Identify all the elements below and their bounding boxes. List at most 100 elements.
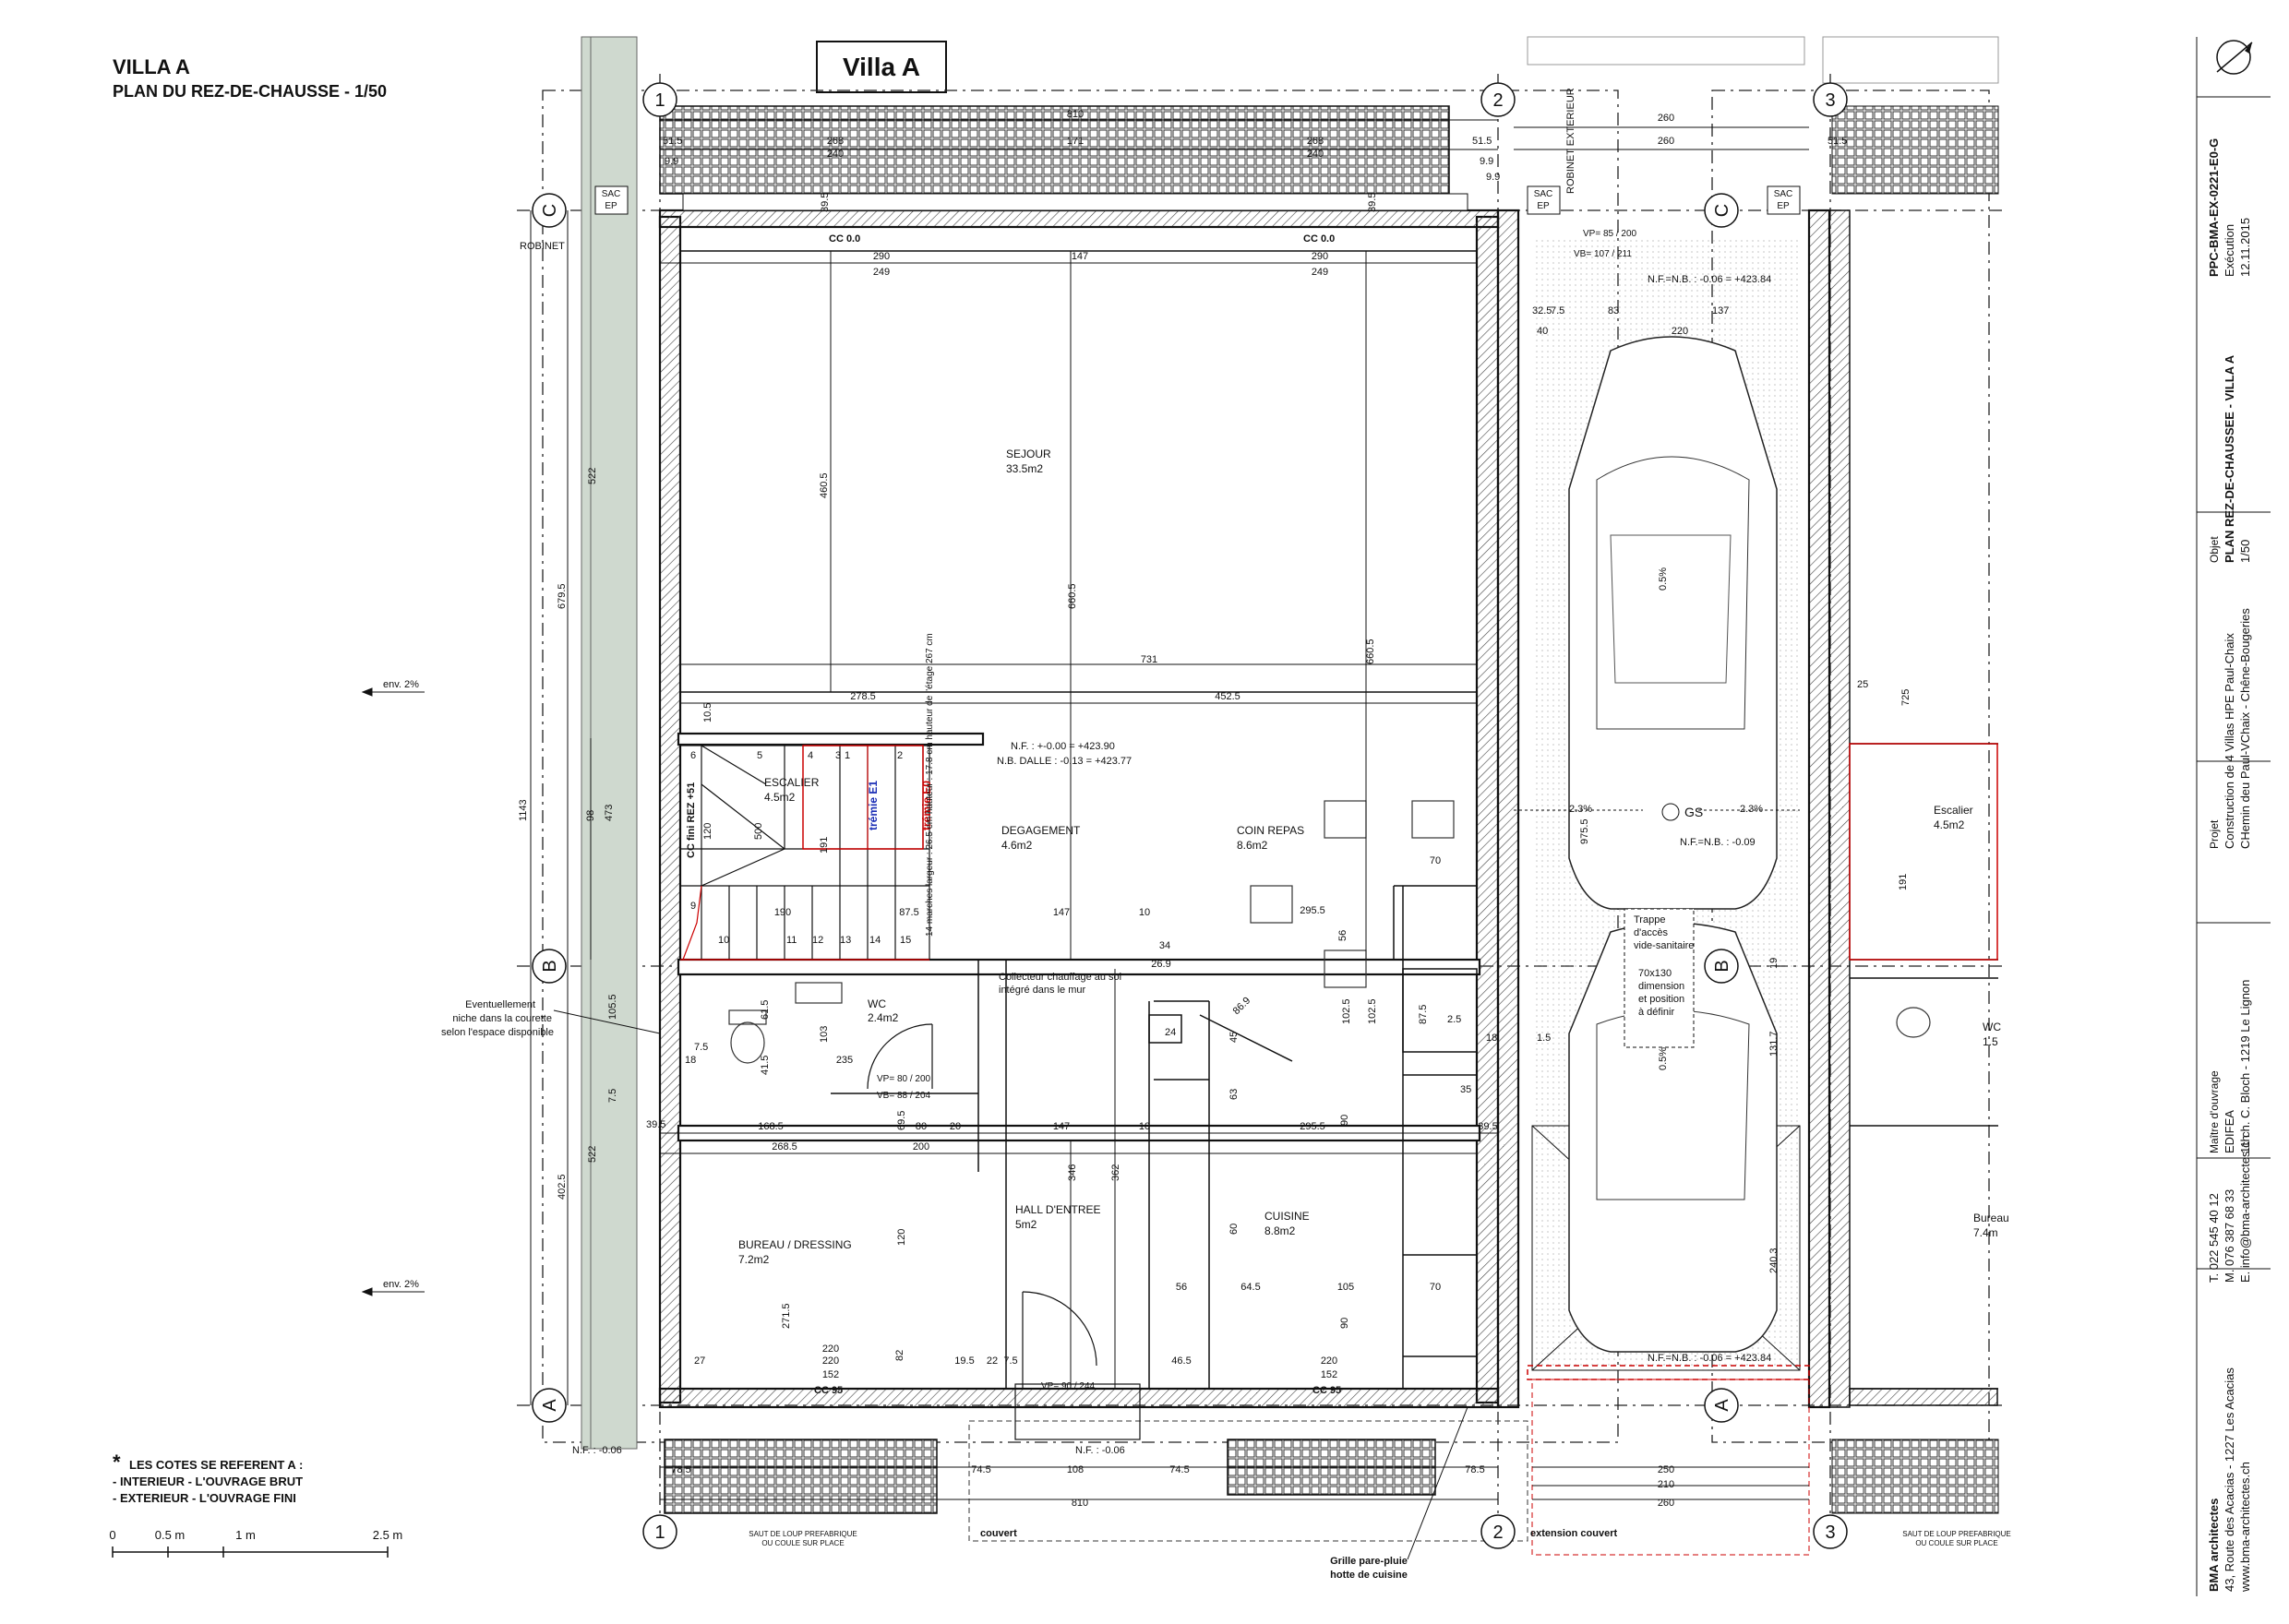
svg-text:460.5: 460.5	[819, 472, 830, 498]
axis-row-a: A	[540, 1399, 560, 1412]
svg-text:660.5: 660.5	[1365, 639, 1376, 664]
axis-col-2: 2	[1492, 90, 1503, 111]
robinet-ext-label: ROBINET EXTERIEUR	[1565, 88, 1576, 194]
mo-line-2: 11 ch. C. Bloch - 1219 Le Lignon	[2238, 980, 2252, 1153]
svg-text:25: 25	[1857, 679, 1868, 690]
cc00-left: CC 0.0	[829, 233, 860, 245]
svg-text:7.5: 7.5	[607, 1089, 618, 1103]
svg-text:147: 147	[1053, 1121, 1070, 1132]
svg-text:249: 249	[1312, 267, 1328, 278]
svg-text:131.7: 131.7	[1768, 1031, 1780, 1057]
svg-text:56: 56	[1337, 930, 1348, 941]
slope-label: 2.3%	[1569, 804, 1592, 815]
axis-row-b: B	[540, 960, 560, 972]
svg-text:69.5: 69.5	[896, 1111, 907, 1130]
vb-wc: VB= 88 / 204	[877, 1091, 931, 1101]
svg-text:10.5: 10.5	[702, 703, 713, 722]
svg-text:235: 235	[836, 1055, 853, 1066]
svg-text:78.5: 78.5	[671, 1464, 690, 1475]
plan-title: VILLA A	[113, 55, 190, 78]
svg-text:191: 191	[819, 837, 830, 854]
svg-text:35: 35	[1460, 1084, 1471, 1095]
room-sejour-name: SEJOUR	[1006, 448, 1051, 460]
svg-text:63: 63	[1228, 1089, 1240, 1100]
svg-text:147: 147	[1072, 251, 1088, 262]
room-wc-area: 2.4m2	[868, 1011, 899, 1024]
svg-text:98: 98	[585, 810, 596, 821]
svg-text:27: 27	[694, 1355, 705, 1367]
cc95-right: CC 95	[1312, 1385, 1341, 1396]
svg-text:86.9: 86.9	[1231, 995, 1253, 1017]
svg-text:191: 191	[1898, 874, 1909, 890]
svg-text:EP: EP	[605, 201, 617, 211]
svg-text:290: 290	[1312, 251, 1328, 262]
scale-bar	[112, 1546, 389, 1558]
env-slope-label: env. 2%	[383, 1279, 419, 1290]
svg-text:220: 220	[1672, 326, 1688, 337]
svg-text:61.5: 61.5	[760, 1000, 771, 1020]
scale-tick-0: 0	[109, 1528, 115, 1542]
car-top	[1568, 336, 1778, 910]
room-escalier-area: 4.5m2	[764, 791, 796, 804]
sac-ep-label: SAC	[602, 189, 621, 199]
svg-text:74.5: 74.5	[971, 1464, 990, 1475]
date: 12.11.2015	[2238, 218, 2252, 277]
objet-line-1: PLAN REZ-DE-CHAUSSEE - VILLA A	[2223, 354, 2236, 563]
svg-text:19: 19	[1768, 958, 1780, 969]
svg-text:34: 34	[1159, 940, 1170, 951]
svg-text:105: 105	[1337, 1282, 1354, 1293]
room-wc-b-area: 1.5	[1983, 1035, 1998, 1048]
svg-text:452.5: 452.5	[1215, 691, 1240, 702]
svg-text:522: 522	[587, 1146, 598, 1163]
projet-label: Projet	[2208, 819, 2221, 849]
svg-text:152: 152	[822, 1369, 839, 1380]
env-slope-label: env. 2%	[383, 679, 419, 690]
svg-text:83: 83	[1608, 305, 1619, 316]
svg-text:250: 250	[1658, 1464, 1674, 1475]
svg-text:9.9: 9.9	[1486, 172, 1500, 183]
scale-tick-1: 1 m	[235, 1528, 256, 1542]
svg-text:39.5: 39.5	[1367, 193, 1378, 212]
mo-label: Maître d'ouvrage	[2208, 1070, 2221, 1153]
stair-number: 12	[812, 935, 823, 946]
notes-line-1: LES COTES SE REFERENT A :	[129, 1458, 303, 1472]
room-sejour-area: 33.5m2	[1006, 462, 1043, 475]
svg-text:56: 56	[1176, 1282, 1187, 1293]
doors	[867, 1023, 1141, 1440]
svg-text:1143: 1143	[518, 799, 529, 821]
nb-dalle-label: N.B. DALLE : -0.13 = +423.77	[997, 756, 1132, 767]
room-bureau-b-area: 7.4m	[1973, 1226, 1998, 1239]
svg-text:268: 268	[1307, 136, 1324, 147]
svg-text:725: 725	[1900, 689, 1911, 706]
stair-number: 6	[690, 750, 696, 761]
scale-tick-05: 0.5 m	[155, 1528, 186, 1542]
svg-text:EP: EP	[1537, 201, 1550, 211]
svg-text:87.5: 87.5	[899, 907, 918, 918]
stair-number: 15	[900, 935, 911, 946]
svg-text:90: 90	[1339, 1318, 1350, 1329]
furniture	[728, 800, 1931, 1064]
svg-text:268: 268	[827, 136, 844, 147]
room-bureau-name: BUREAU / DRESSING	[738, 1238, 852, 1251]
svg-text:402.5: 402.5	[557, 1174, 568, 1200]
sac-ep-label: SAC	[1774, 189, 1793, 199]
svg-text:260: 260	[1658, 113, 1674, 124]
svg-text:51.5: 51.5	[1472, 136, 1492, 147]
vb-garage: VB= 107 / 211	[1574, 249, 1632, 259]
stair-number: 9	[690, 901, 696, 912]
svg-text:240: 240	[827, 149, 844, 160]
svg-text:171: 171	[1067, 136, 1084, 147]
room-wc-name: WC	[868, 997, 886, 1010]
room-cuisine-name: CUISINE	[1264, 1210, 1310, 1223]
svg-text:46.5: 46.5	[1171, 1355, 1191, 1367]
stair-number: 2	[897, 750, 903, 761]
svg-text:26.9: 26.9	[1151, 959, 1170, 970]
svg-text:70: 70	[1430, 855, 1441, 866]
svg-text:679.5: 679.5	[557, 583, 568, 609]
svg-text:210: 210	[1658, 1479, 1674, 1490]
scale-tick-25: 2.5 m	[373, 1528, 403, 1542]
room-escalier-b-name: Escalier	[1934, 804, 1973, 817]
svg-text:9.9: 9.9	[665, 156, 678, 167]
stair-number: 5	[757, 750, 762, 761]
